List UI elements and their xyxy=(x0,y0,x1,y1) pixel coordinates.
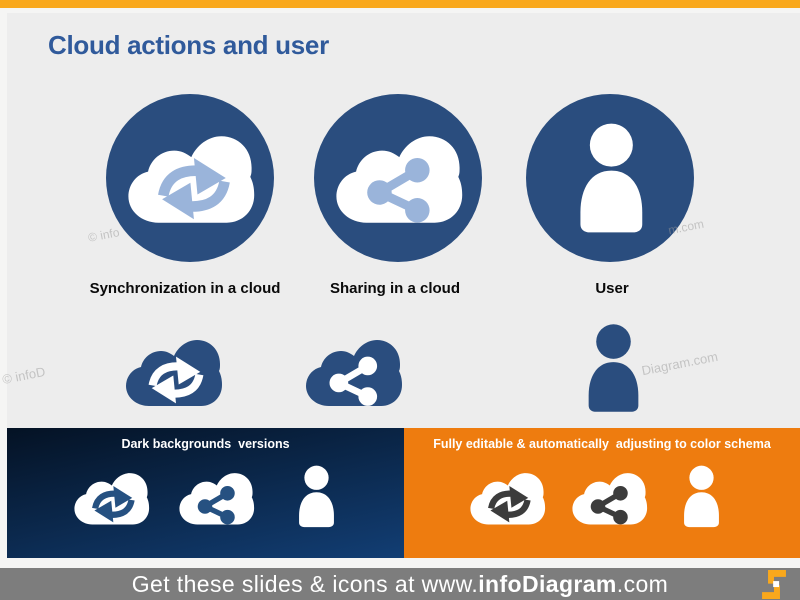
share-glyph xyxy=(590,486,628,525)
cloud-share-editable-icon xyxy=(570,470,648,526)
user-dark-icon xyxy=(293,464,340,528)
infodiagram-logo-icon xyxy=(760,570,788,599)
footer-text-prefix: Get these slides & icons at www. xyxy=(131,570,479,597)
share-glyph xyxy=(367,157,430,223)
cloud-sync-dark-icon xyxy=(72,470,150,526)
sync-arrows-glyph xyxy=(488,486,531,523)
cloud-sync-circle-icon xyxy=(106,94,274,262)
label-synchronization: Synchronization in a cloud xyxy=(89,280,281,297)
sync-arrows-glyph xyxy=(148,356,204,404)
footer-brand: infoDiagram xyxy=(478,570,617,597)
user-circle-icon xyxy=(526,94,694,262)
footer-bar: Get these slides & icons at www.infoDiag… xyxy=(0,568,800,600)
share-glyph xyxy=(329,356,378,406)
cloud-sync-editable-icon xyxy=(468,470,546,526)
cloud-sync-flat-icon xyxy=(123,336,223,408)
page-title: Cloud actions and user xyxy=(48,30,329,60)
dark-versions-panel: Dark backgrounds versions xyxy=(7,428,404,558)
label-sharing: Sharing in a cloud xyxy=(329,280,460,297)
dark-panel-title: Dark backgrounds versions xyxy=(121,437,290,451)
sync-arrows-glyph xyxy=(158,157,230,220)
share-glyph xyxy=(197,486,235,525)
user-editable-icon xyxy=(678,464,725,528)
cloud-share-circle-icon xyxy=(314,94,482,262)
cloud-share-dark-icon xyxy=(177,470,255,526)
cloud-share-flat-icon xyxy=(303,336,403,408)
label-user: User xyxy=(595,280,629,297)
footer-text-suffix: .com xyxy=(616,570,669,597)
user-flat-icon xyxy=(580,322,647,413)
sync-arrows-glyph xyxy=(92,486,135,523)
editable-panel-title: Fully editable & automatically adjusting… xyxy=(433,437,771,451)
footer-link[interactable]: Get these slides & icons at www.infoDiag… xyxy=(132,571,669,598)
editable-panel: Fully editable & automatically adjusting… xyxy=(404,428,800,558)
top-accent-bar xyxy=(0,0,800,8)
